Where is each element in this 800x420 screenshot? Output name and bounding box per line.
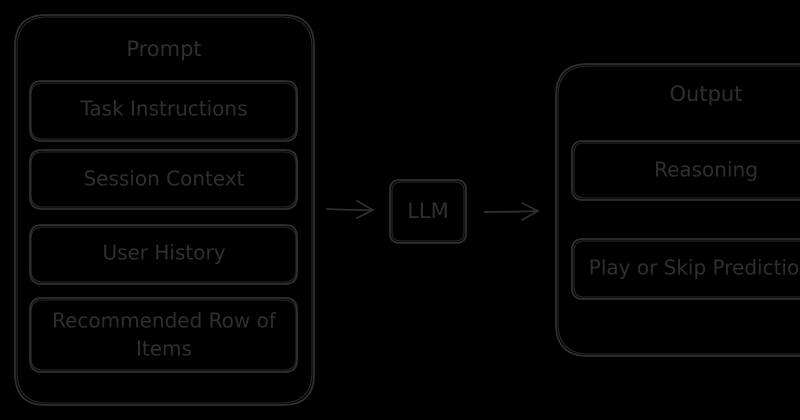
recommended-row-label-line1: Recommended Row of [52, 309, 277, 333]
play-skip-label: Play or Skip Predictio [589, 256, 799, 280]
session-context-label: Session Context [83, 167, 244, 191]
task-instructions-label: Task Instructions [80, 97, 248, 121]
output-item-play-skip: Play or Skip Predictio [571, 238, 800, 300]
prompt-item-user-history: User History [29, 224, 298, 285]
prompt-item-recommended-row: Recommended Row of Items [29, 297, 298, 373]
output-container: Output Reasoning Play or Skip Predictio [555, 63, 800, 357]
user-history-label: User History [102, 241, 225, 265]
recommended-row-label-line2: Items [136, 337, 192, 361]
llm-label: LLM [407, 199, 449, 223]
output-item-reasoning: Reasoning [571, 140, 800, 201]
arrow-prompt-to-llm [326, 200, 374, 219]
arrow-llm-to-output [483, 202, 539, 221]
prompt-container: Prompt Task Instructions Session Context… [14, 14, 315, 406]
prompt-item-session-context: Session Context [29, 149, 298, 210]
reasoning-label: Reasoning [654, 158, 758, 182]
llm-box: LLM [389, 179, 467, 244]
prompt-title: Prompt [126, 37, 201, 61]
prompt-item-task-instructions: Task Instructions [29, 80, 298, 142]
output-title: Output [670, 82, 743, 106]
